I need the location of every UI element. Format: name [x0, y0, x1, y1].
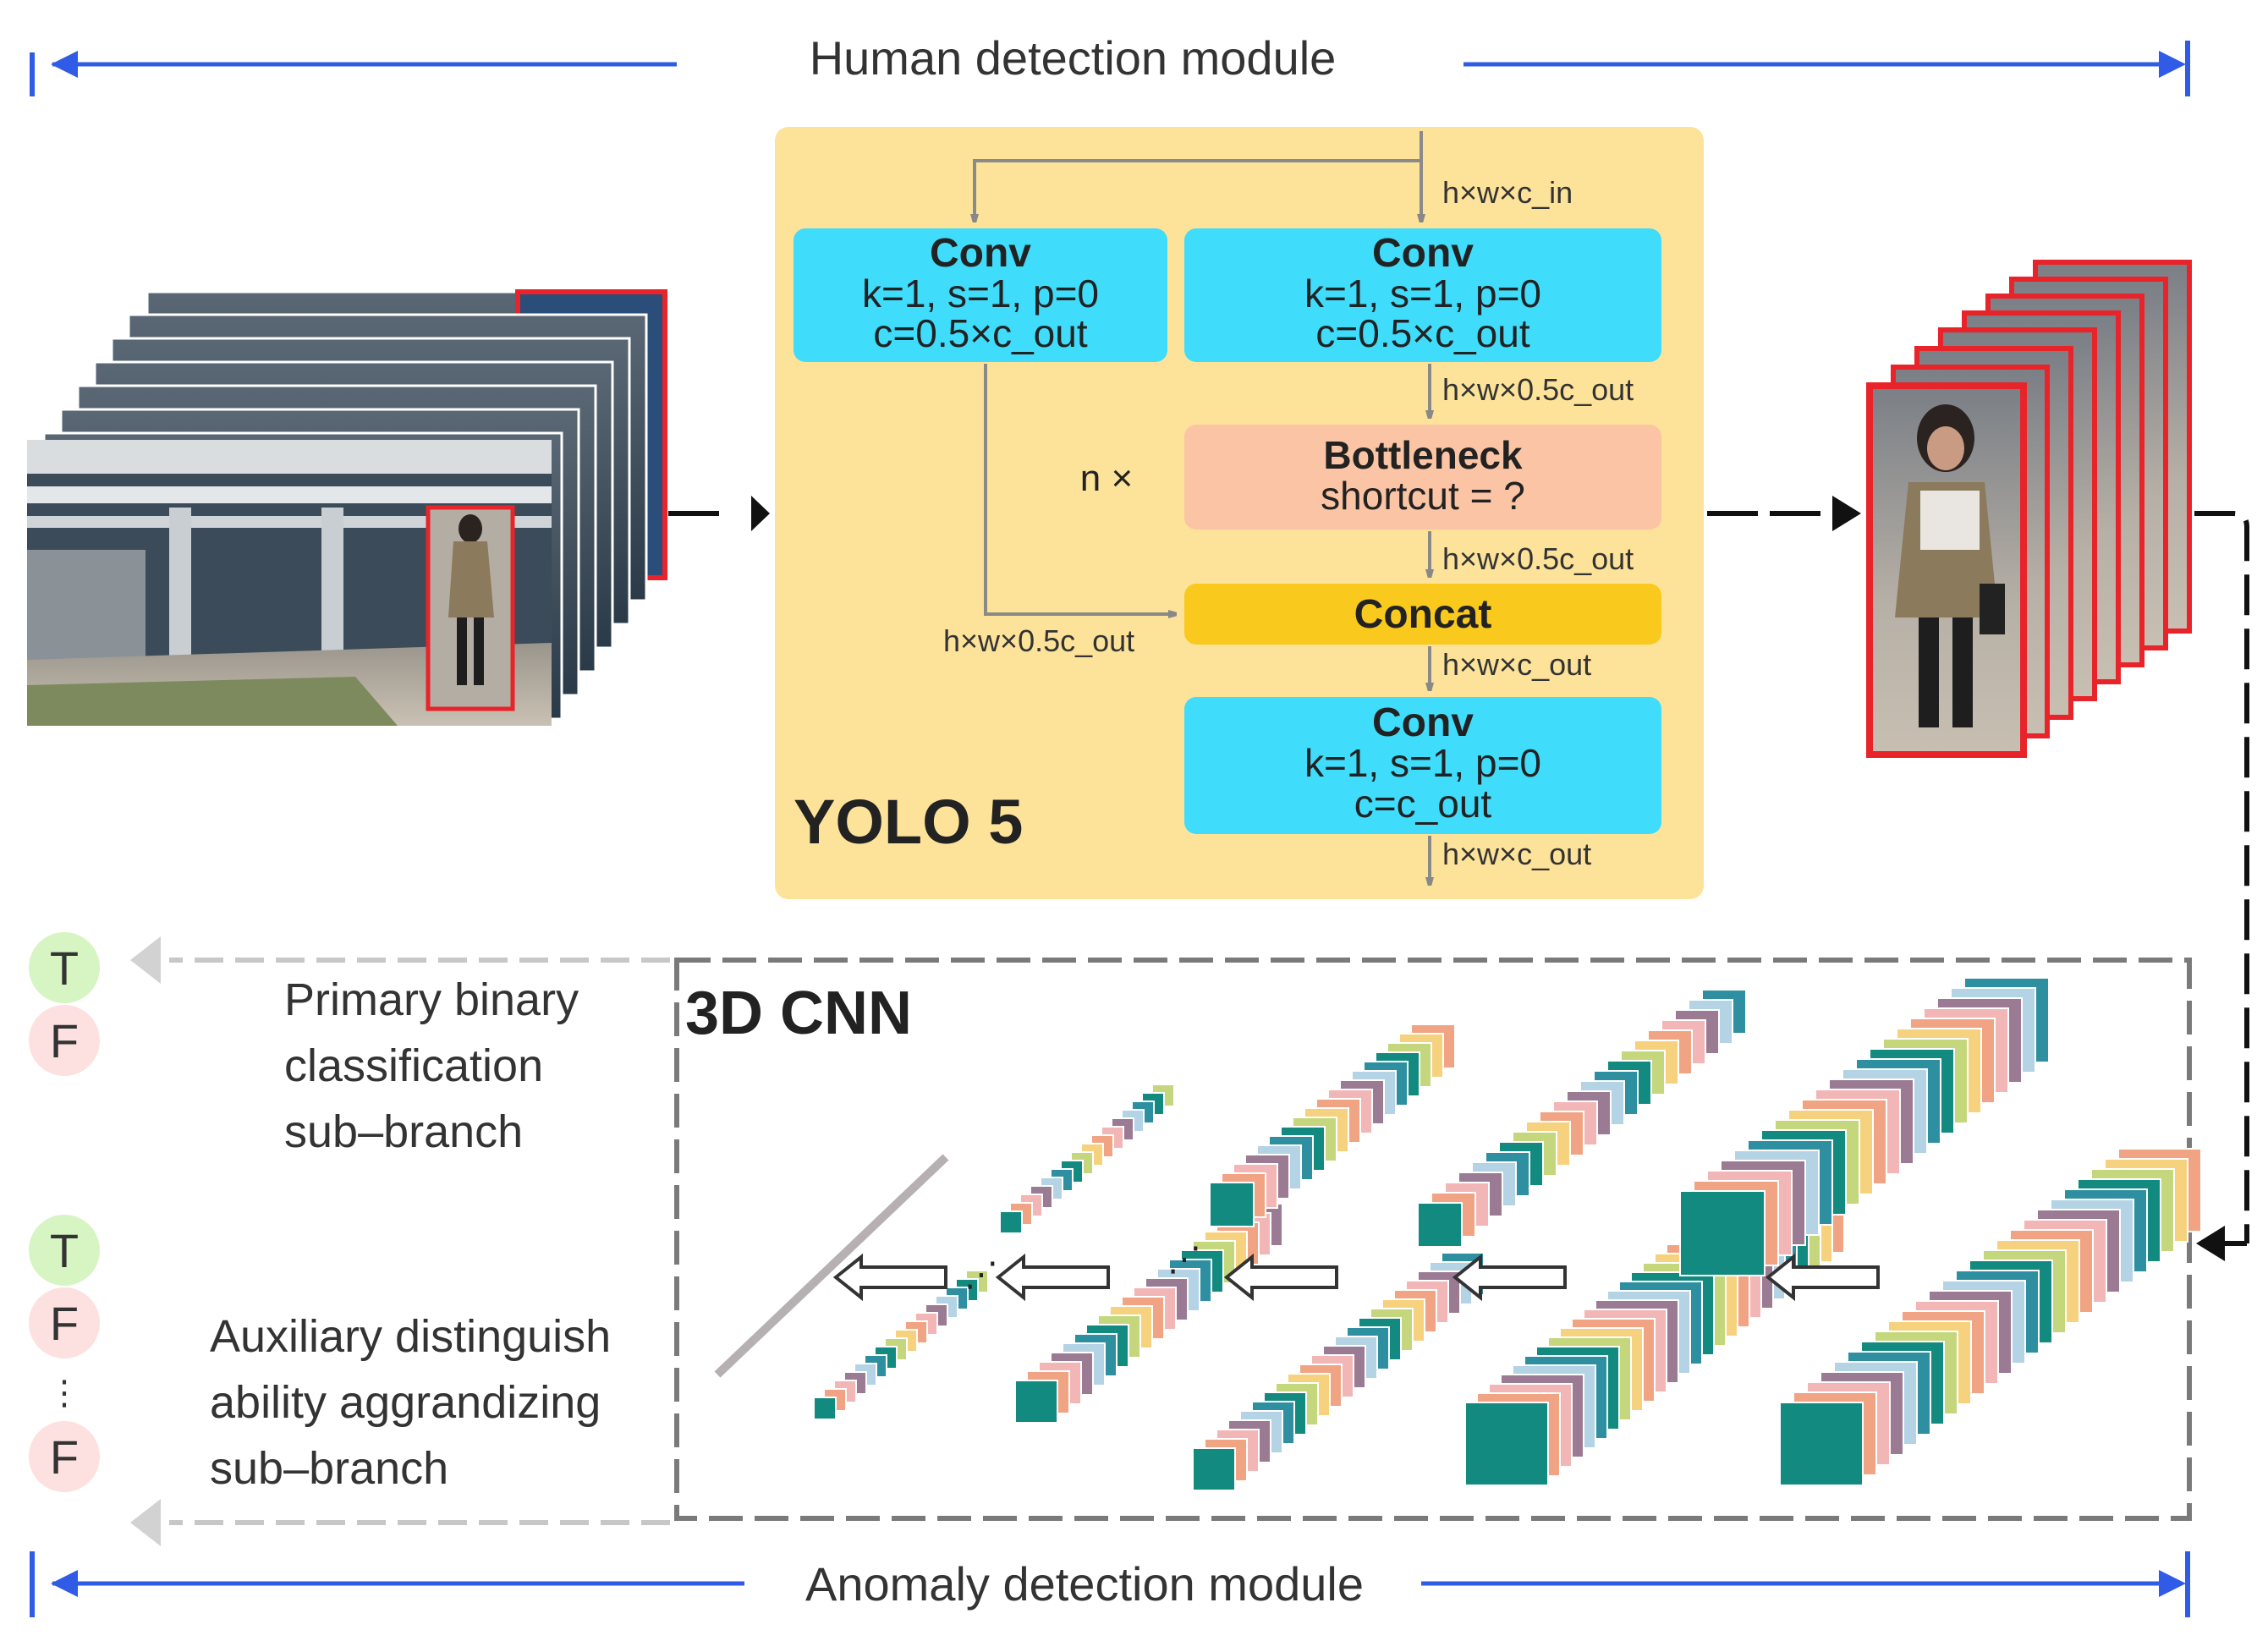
auxiliary-outputs: T F ⋮ F	[29, 1215, 100, 1492]
conv-out-channels: c=c_out	[1354, 782, 1492, 826]
svg-text:sub–branch: sub–branch	[284, 1106, 523, 1157]
svg-text:Primary binary: Primary binary	[284, 974, 579, 1025]
primary-branch-label: Primary binary classification sub–branch	[284, 974, 579, 1157]
conv-out-title: Conv	[1372, 700, 1474, 745]
svg-text:⋰: ⋰	[1167, 1241, 1201, 1278]
concat-title: Concat	[1354, 592, 1492, 637]
svg-text:ability aggrandizing: ability aggrandizing	[210, 1377, 601, 1428]
feature-slice	[1209, 1182, 1255, 1227]
input-to-yolo-arrow	[668, 496, 770, 531]
human-detection-label: Human detection module	[810, 31, 1337, 85]
conv-right-params: k=1, s=1, p=0	[1304, 272, 1541, 316]
dim-output: h×w×c_out	[1442, 837, 1591, 871]
backward-arrow	[832, 1253, 947, 1302]
anomaly-detection-label: Anomaly detection module	[805, 1557, 1364, 1611]
feature-slice	[1464, 1402, 1549, 1486]
anomaly-detection-span-arrow: Anomaly detection module	[30, 1551, 2190, 1617]
conv-right-box	[1184, 228, 1661, 362]
cnn-panel: 3D CNN	[674, 958, 2192, 1521]
auxiliary-branch-label: Auxiliary distinguish ability aggrandizi…	[210, 1311, 611, 1494]
aux-output-f2: F	[50, 1430, 79, 1484]
dim-after-bottleneck: h×w×0.5c_out	[1442, 541, 1634, 576]
conv-out-box	[1184, 697, 1661, 834]
svg-text:Auxiliary distinguish: Auxiliary distinguish	[210, 1311, 611, 1362]
primary-output-t: T	[50, 941, 79, 995]
feature-slice	[1192, 1447, 1236, 1491]
backward-arrow	[1452, 1253, 1567, 1302]
dim-left-branch: h×w×0.5c_out	[943, 623, 1134, 658]
repeat-label: n ×	[1080, 458, 1133, 499]
feature-slice	[1417, 1202, 1463, 1248]
primary-output-f: F	[50, 1014, 79, 1067]
conv-right-channels: c=0.5×c_out	[1315, 311, 1529, 355]
svg-text:classification: classification	[284, 1040, 543, 1091]
yolo-to-crops-arrow	[1707, 496, 1861, 531]
true-output-circle	[29, 1215, 100, 1286]
conv-out-params: k=1, s=1, p=0	[1304, 741, 1541, 785]
backward-arrow	[1765, 1253, 1880, 1302]
svg-text:⋰: ⋰	[964, 1256, 998, 1293]
bottleneck-box	[1184, 425, 1661, 530]
aux-output-ellipsis: ⋮	[47, 1375, 81, 1412]
primary-outputs: T F	[29, 932, 100, 1076]
feature-slice	[1679, 1190, 1766, 1276]
dim-after-concat: h×w×c_out	[1442, 647, 1591, 682]
feature-slice	[999, 1210, 1023, 1234]
yolo5-panel: h×w×c_in Conv k=1, s=1, p=0 c=0.5×c_out …	[775, 127, 1704, 899]
bottleneck-shortcut: shortcut = ?	[1321, 474, 1525, 518]
conv-right-title: Conv	[1372, 231, 1474, 276]
yolo-title: YOLO 5	[794, 787, 1023, 857]
input-video-frames	[27, 289, 667, 726]
cnn-to-primary-arrow	[130, 936, 670, 984]
svg-text:sub–branch: sub–branch	[210, 1443, 448, 1494]
aux-output-f1: F	[50, 1297, 79, 1350]
crops-to-cnn-arrow	[2194, 511, 2249, 1261]
cnn-backward-arrows: ⋰ ⋰	[832, 1241, 1880, 1302]
cnn-to-auxiliary-arrow	[130, 1499, 670, 1546]
bottleneck-title: Bottleneck	[1323, 433, 1523, 477]
backward-arrow	[995, 1253, 1110, 1302]
aux-output-t: T	[50, 1224, 79, 1277]
backward-arrow	[1223, 1253, 1338, 1302]
cropped-person-frames	[1866, 260, 2192, 758]
conv-left-params: k=1, s=1, p=0	[862, 272, 1099, 316]
cnn-feature-blocks	[813, 977, 2202, 1491]
cnn-title: 3D CNN	[685, 980, 912, 1047]
concat-box	[1184, 584, 1661, 645]
conv-left-box	[794, 228, 1167, 362]
dim-after-conv: h×w×0.5c_out	[1442, 372, 1634, 407]
dim-input: h×w×c_in	[1442, 175, 1573, 210]
false-output-circle	[29, 1005, 100, 1076]
feature-slice	[1014, 1380, 1058, 1424]
feature-slice	[813, 1397, 837, 1420]
false-output-circle	[29, 1287, 100, 1358]
false-output-circle	[29, 1421, 100, 1492]
true-output-circle	[29, 932, 100, 1003]
human-detection-span-arrow: Human detection module	[30, 31, 2190, 96]
feature-slice	[1779, 1402, 1864, 1486]
conv-left-title: Conv	[930, 231, 1031, 276]
conv-left-channels: c=0.5×c_out	[873, 311, 1087, 355]
